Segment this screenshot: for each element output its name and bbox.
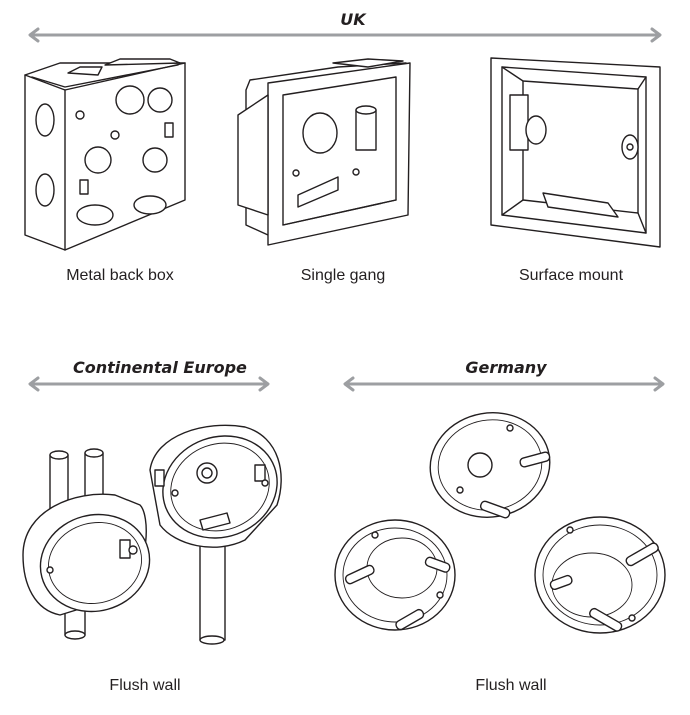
germany-span-arrow (343, 376, 665, 392)
surface-mount-illustration (490, 57, 661, 248)
continental-span-arrow (28, 376, 270, 392)
continental-flush-wall-illustration (22, 424, 282, 645)
uk-region-title: UK (315, 10, 391, 29)
continental-region-title: Continental Europe (65, 358, 251, 377)
metal-back-box-caption: Metal back box (66, 267, 174, 284)
single-gang-caption: Single gang (300, 267, 386, 284)
germany-flush-wall-illustration (334, 412, 666, 634)
metal-back-box-illustration (24, 58, 186, 251)
uk-span-arrow (28, 27, 662, 43)
single-gang-illustration (237, 58, 411, 246)
surface-mount-caption: Surface mount (518, 267, 624, 284)
germany-region-title: Germany (448, 358, 564, 377)
continental-flush-wall-caption: Flush wall (109, 677, 181, 694)
germany-flush-wall-caption: Flush wall (475, 677, 547, 694)
